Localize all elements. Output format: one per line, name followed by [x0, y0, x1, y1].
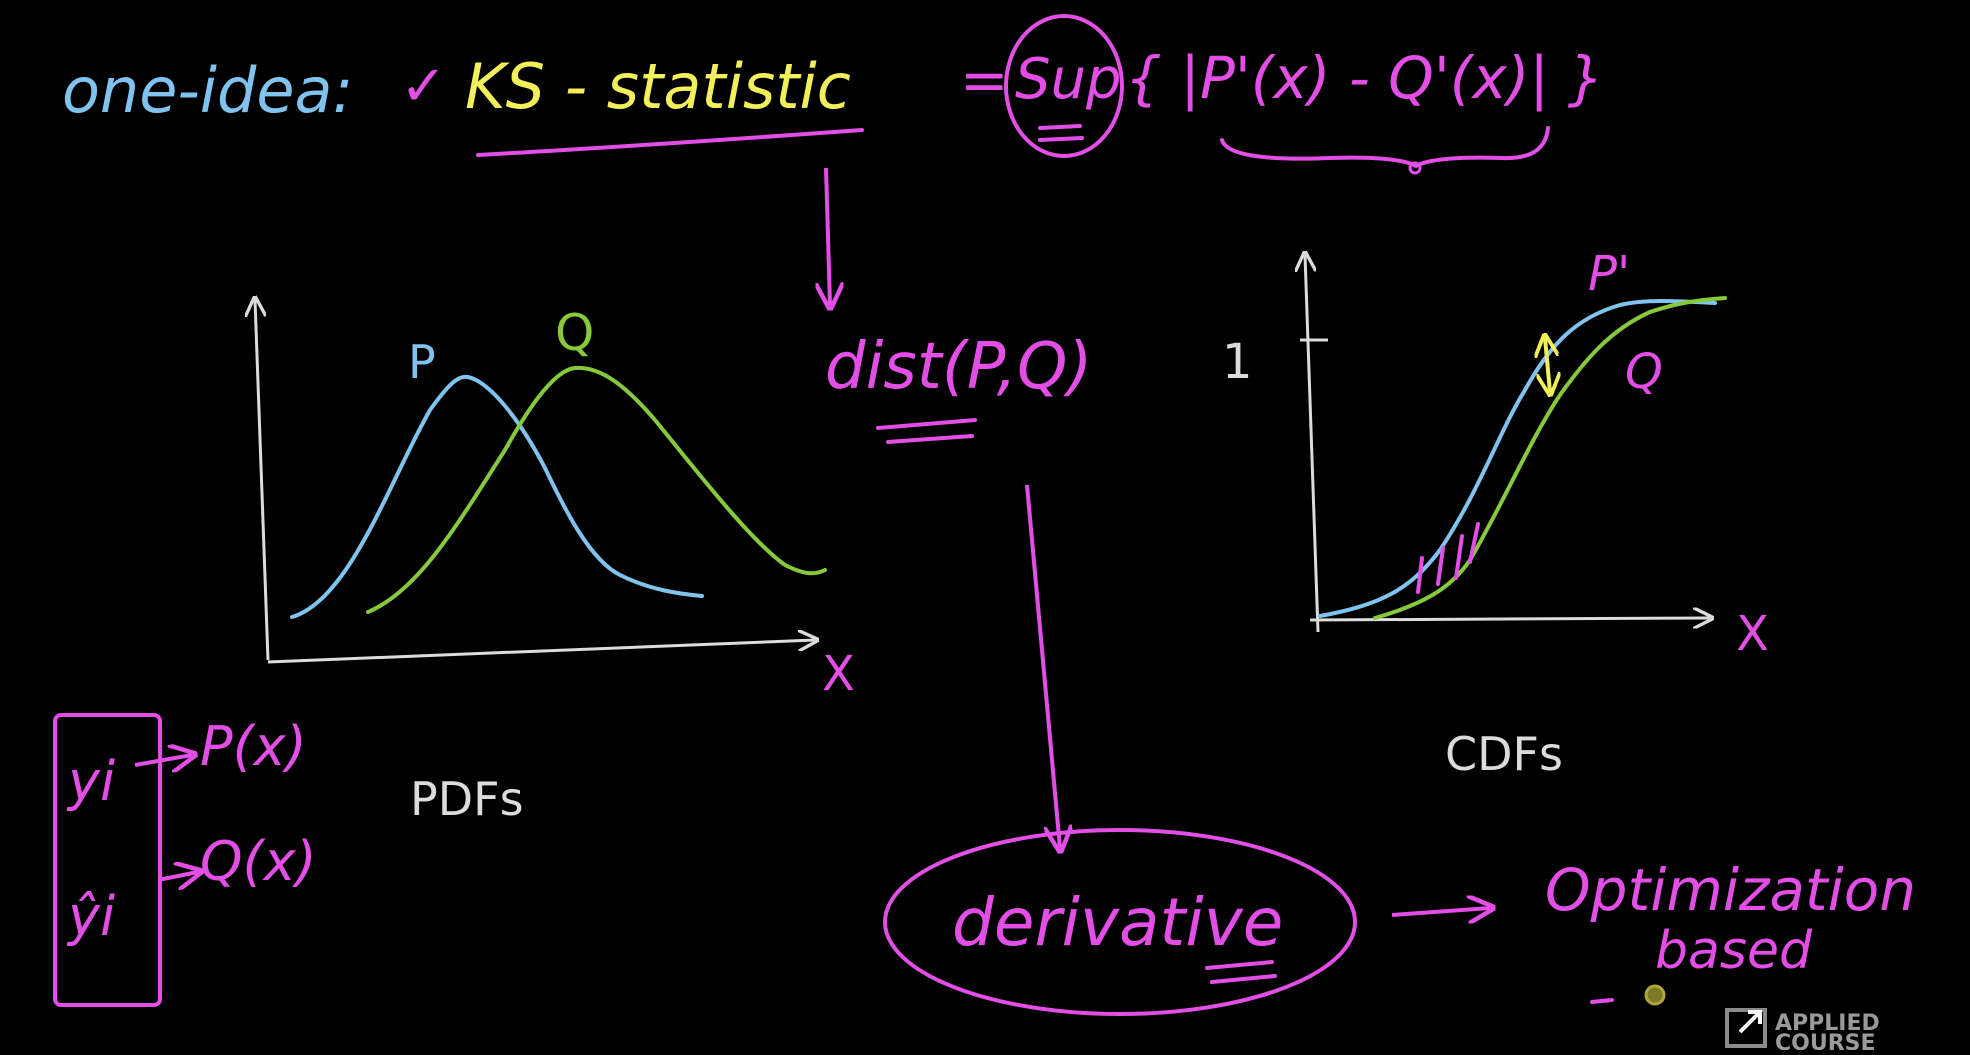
derivative-oval	[883, 828, 1357, 1016]
logo-mark	[1725, 1008, 1767, 1048]
pdf-p-curve	[290, 374, 704, 619]
pdf-plot: P Q X PDFs	[255, 300, 855, 826]
cdf-q-label: Q	[1625, 344, 1663, 400]
pdf-x-axis	[267, 640, 815, 664]
formula-underbrace	[1220, 126, 1550, 169]
pdf-y-axis	[255, 300, 270, 661]
based-dash	[1590, 998, 1614, 1004]
dist-label: dist(P,Q)	[825, 330, 1092, 404]
derivative-to-optimization-arrow	[1391, 908, 1490, 915]
sup-circle	[1004, 14, 1124, 158]
y-hat-i-label: ŷi	[66, 885, 115, 948]
pdf-q-curve	[366, 365, 827, 614]
y-to-p-arrow	[134, 755, 192, 765]
mapping-box: yi ŷi P(x) Q(x)	[53, 713, 317, 1007]
one-idea-label: one-idea:	[62, 54, 353, 127]
cdf-p-curve	[1318, 298, 1717, 618]
check-mark: ✓	[400, 54, 447, 119]
cdf-y-axis	[1305, 255, 1320, 633]
sup-label: Sup	[1015, 47, 1122, 112]
cdf-q-curve	[1373, 296, 1727, 620]
ks-statistic-label: KS - statistic	[465, 50, 851, 123]
logo-line1: APPLIED	[1775, 1011, 1880, 1036]
cdf-x-label: X	[1736, 606, 1769, 662]
optimization-label: Optimization	[1545, 856, 1916, 924]
underbrace-tip	[1408, 161, 1422, 175]
ks-to-dist-arrow	[826, 167, 830, 305]
equals-sign: =	[960, 46, 1009, 114]
logo-line2: COURSE	[1775, 1031, 1876, 1050]
pdf-q-label: Q	[555, 304, 594, 362]
sup-double-underline	[1038, 124, 1084, 142]
cdf-plot: 1 P' Q X CDFs	[1222, 246, 1769, 781]
applied-course-logo: APPLIED COURSE	[1725, 1008, 1880, 1055]
pdf-x-label: X	[822, 646, 855, 702]
q-x-label: Q(x)	[200, 830, 317, 893]
cdf-one-label: 1	[1222, 334, 1253, 390]
derivative-double-underline	[1205, 960, 1277, 984]
derivative-label: derivative	[952, 884, 1283, 961]
ks-underline	[476, 128, 864, 157]
based-label: based	[1655, 921, 1813, 981]
dist-to-derivative-arrow	[1025, 484, 1060, 848]
p-x-label: P(x)	[200, 715, 307, 778]
mapping-bracket-box	[53, 713, 162, 1007]
yhat-to-q-arrow	[157, 872, 198, 880]
pointer-dot	[1644, 984, 1666, 1006]
pdf-p-label: P	[408, 335, 436, 389]
logo-arrow-icon	[1738, 1010, 1762, 1034]
cdf-caption: CDFs	[1445, 727, 1563, 781]
pdf-caption: PDFs	[410, 772, 524, 826]
cdf-p-label: P'	[1588, 246, 1630, 302]
cdf-hatch-marks	[1416, 522, 1480, 594]
sup-formula: { |P'(x) - Q'(x)| }	[1125, 44, 1604, 112]
cdf-gap-arrow	[1545, 338, 1550, 392]
cdf-x-axis	[1309, 618, 1710, 620]
dist-double-underline	[876, 418, 977, 444]
y-i-label: yi	[66, 750, 115, 813]
